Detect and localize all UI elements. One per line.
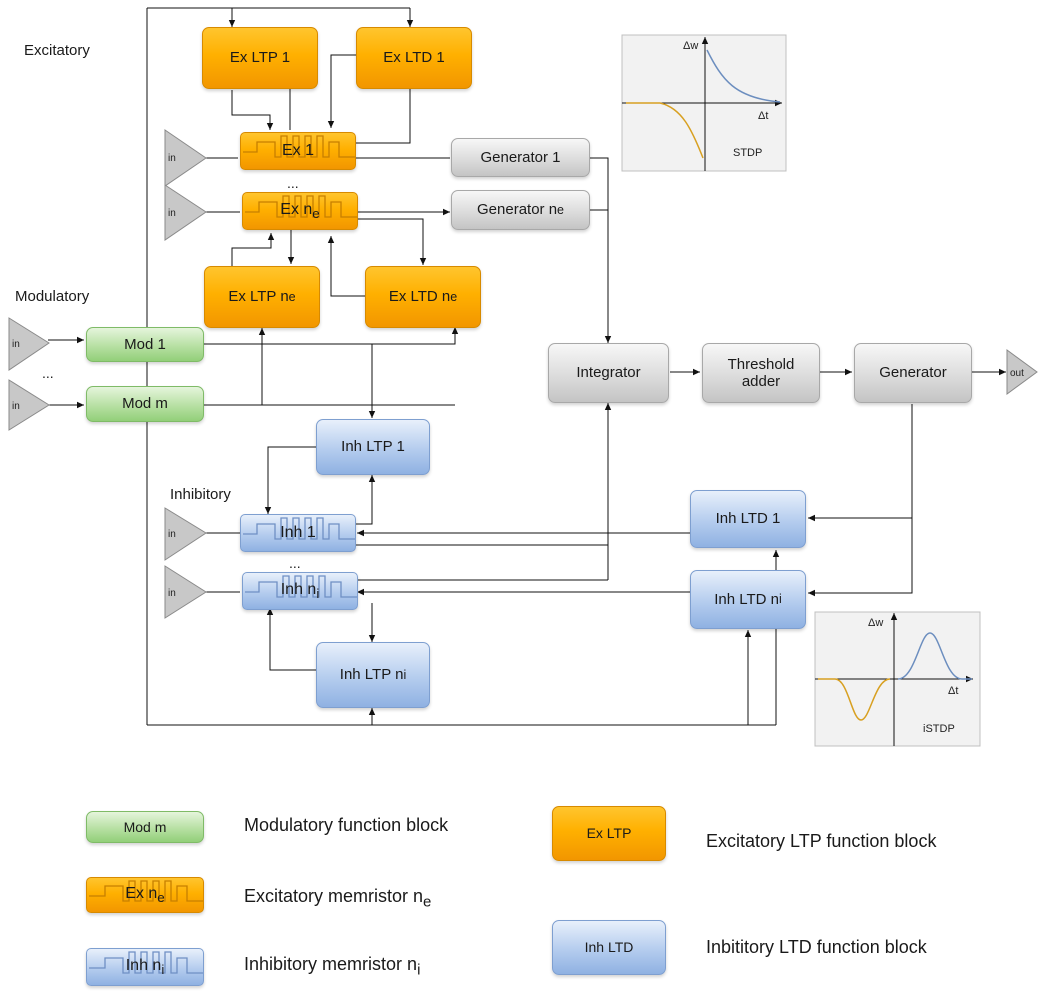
ex-ltd-ne-to-ex-ne	[327, 236, 365, 297]
in-triangle-ex-ne	[164, 184, 207, 241]
in-label-4: in	[12, 401, 20, 412]
stdp-ltd-curve	[626, 102, 704, 159]
in-label-5: in	[168, 529, 176, 540]
out-triangle	[1006, 349, 1038, 395]
inh-ltd-1-block: Inh LTD 1	[690, 490, 806, 548]
legend-ex-memristor-swatch: Ex ne	[86, 877, 204, 913]
stdp-ltp-curve	[706, 49, 781, 103]
inh-ltp-ni-to-inh-ni	[266, 608, 316, 671]
in-triangle-inh-ni	[164, 565, 207, 619]
stdp-plot: Δw Δt STDP	[621, 34, 787, 172]
istdp-title: iSTDP	[923, 723, 955, 735]
memristor-pulse-icon	[243, 517, 355, 540]
legend-mod-desc: Modulatory function block	[244, 815, 449, 835]
in-triangle-mod-m	[8, 379, 50, 431]
memristor-pulse-icon	[245, 575, 357, 598]
in-triangle-inh-1	[164, 507, 207, 561]
generator-to-inh-ltd-bus	[808, 404, 913, 597]
ex-ne-label: Ex ne	[280, 200, 320, 221]
inh-ni-label: Inh ni	[280, 580, 320, 601]
mod-1-out	[204, 327, 459, 345]
mod-1-block: Mod 1	[86, 327, 204, 362]
inh-ltp-1-to-inh-1	[264, 446, 316, 514]
excitatory-label: Excitatory	[24, 42, 90, 59]
in-label-3: in	[12, 339, 20, 350]
legend-mod-swatch: Mod m	[86, 811, 204, 843]
in-label-1: in	[168, 153, 176, 164]
ex-ltp-1-block: Ex LTP 1	[202, 27, 318, 89]
stdp-title: STDP	[733, 147, 762, 159]
in-label-2: in	[168, 208, 176, 219]
legend-inh-memristor-desc: Inhibitory memristor ni	[244, 954, 421, 979]
ex-ne-memristor: Ex ne	[242, 192, 358, 230]
ex-1-label: Ex 1	[281, 141, 314, 159]
input-triangles	[8, 129, 1038, 619]
io-labels: in in in in in in out	[12, 153, 1024, 599]
in-label-6: in	[168, 588, 176, 599]
ex-ne-to-ex-ltd-ne	[356, 218, 427, 265]
memristor-pulse-icon	[243, 135, 355, 158]
stdp-xlabel: Δt	[758, 110, 768, 122]
ex-ltd-1-to-ex-1	[327, 54, 356, 128]
integrator-block: Integrator	[548, 343, 669, 403]
inh-1-memristor: Inh 1	[240, 514, 356, 552]
istdp-positive-curve	[897, 632, 972, 680]
legend-ex-memristor-desc: Excitatory memristor ne	[244, 886, 432, 911]
generator-block: Generator	[854, 343, 972, 403]
legend-inh-ltd-desc: Inbititory LTD function block	[706, 937, 927, 957]
inh-ni-memristor: Inh ni	[242, 572, 358, 610]
ex-ltd-1-block: Ex LTD 1	[356, 27, 472, 89]
threshold-adder-block: Threshold adder	[702, 343, 820, 403]
ex-ltp-ne-to-ex-ne	[231, 233, 275, 266]
istdp-negative-curve	[818, 678, 891, 721]
ex-ltp-1-to-ex-1	[231, 90, 274, 130]
legend-ex-ltp-desc: Excitatory LTP function block	[706, 831, 937, 851]
legend-inh-memristor-swatch: Inh ni	[86, 948, 204, 986]
inh-ltp-1-block: Inh LTP 1	[316, 419, 430, 475]
inhibitory-label: Inhibitory	[170, 486, 231, 503]
istdp-xlabel: Δt	[948, 685, 958, 697]
inh-ellipsis: ...	[289, 555, 301, 571]
istdp-plot: Δw Δt iSTDP	[814, 611, 981, 747]
stdp-ylabel: Δw	[683, 40, 698, 52]
out-label: out	[1010, 368, 1024, 379]
mod-m-block: Mod m	[86, 386, 204, 422]
in-triangle-mod-1	[8, 317, 50, 371]
memristor-pulse-icon	[89, 880, 203, 902]
inh-1-label: Inh 1	[280, 523, 316, 541]
istdp-ylabel: Δw	[868, 617, 883, 629]
ex-ellipsis: ...	[287, 175, 299, 191]
memristor-pulse-icon	[245, 195, 357, 218]
mod-ellipsis: ...	[42, 365, 54, 381]
memristor-pulse-icon	[89, 951, 203, 974]
inh-1-to-inh-ltp-1	[356, 475, 376, 525]
legend-inh-ltd-swatch: Inh LTD	[552, 920, 666, 975]
modulatory-label: Modulatory	[15, 288, 90, 305]
connections	[48, 7, 1006, 726]
legend-ex-ltp-swatch: Ex LTP	[552, 806, 666, 861]
ex-1-to-ex-ltd-1	[356, 81, 414, 144]
in-triangle-ex-1	[164, 129, 207, 187]
generator-1-to-integrator	[590, 157, 612, 343]
generator-1-block: Generator 1	[451, 138, 590, 177]
ex-1-memristor: Ex 1	[240, 132, 356, 170]
